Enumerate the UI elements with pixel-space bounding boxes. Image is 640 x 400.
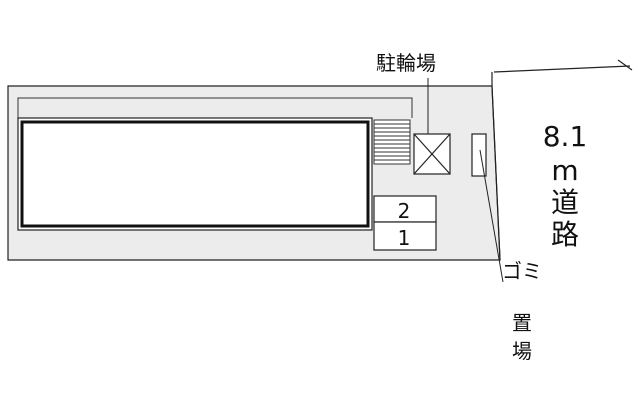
road-width-label: 8.1 [543,120,588,153]
road-word-2: 路 [551,218,579,251]
road-boundary [491,72,501,261]
garbage-label-2: 置 [512,311,532,335]
stairs [373,119,411,165]
parking-number-2: 2 [398,199,411,223]
road-unit-label: m [551,154,578,187]
bicycle-parking-label: 駐輪場 [376,51,436,75]
building-inner-border [20,120,370,228]
road-boundary-top [493,65,631,73]
garbage-label-1: ゴミ [502,259,542,283]
garbage-leader [479,149,504,283]
building-outline [17,97,413,118]
parking-number-1: 1 [398,226,411,250]
parking-spaces [373,195,437,251]
parking-space-2 [373,195,437,223]
bicycle-parking-box [413,133,451,175]
road-word-1: 道 [551,186,579,219]
garbage-label-3: 場 [512,339,532,363]
parking-space-1 [373,221,437,251]
road-boundary-top-end [617,59,633,71]
